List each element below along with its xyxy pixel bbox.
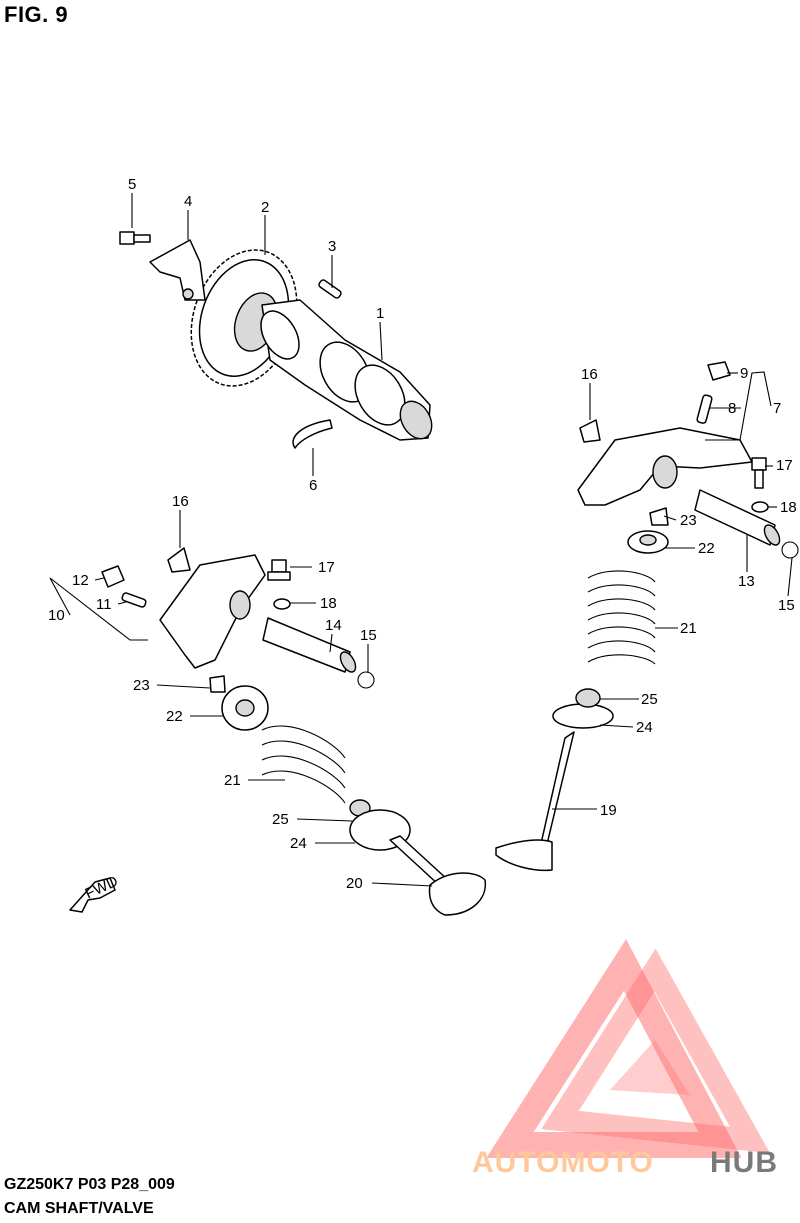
watermark-text-hub: HUB <box>710 1146 778 1179</box>
callout-22-right: 22 <box>698 540 715 557</box>
callout-24-left: 24 <box>290 835 307 852</box>
valve-spring-right <box>587 570 656 665</box>
callout-23-left: 23 <box>133 677 150 694</box>
fwd-arrow-icon <box>69 877 116 913</box>
adjust-nut-right <box>707 361 731 381</box>
callout-23-right: 23 <box>680 512 697 529</box>
plug-left <box>167 547 191 573</box>
valve-right <box>495 731 575 872</box>
valve-spring-left <box>261 725 346 804</box>
washer-left <box>273 598 291 610</box>
figure-title: FIG. 9 <box>4 2 69 27</box>
cotter-left <box>209 675 226 693</box>
callout-17-left: 17 <box>318 559 335 576</box>
callout-18-right: 18 <box>780 499 797 516</box>
callout-25-right: 25 <box>641 691 658 708</box>
callout-11: 11 <box>96 596 112 613</box>
callout-21-right: 21 <box>680 620 697 637</box>
bolt-left <box>267 559 291 581</box>
callout-1: 1 <box>376 305 384 322</box>
callout-17-right: 17 <box>776 457 793 474</box>
callout-8: 8 <box>728 400 736 417</box>
callout-10: 10 <box>48 607 65 624</box>
callout-2: 2 <box>261 199 269 216</box>
callout-3: 3 <box>328 238 336 255</box>
bracket-bolt <box>119 231 151 245</box>
callout-18-left: 18 <box>320 595 337 612</box>
plug-right <box>579 419 601 443</box>
callout-16-right: 16 <box>581 366 598 383</box>
valve-seal-right <box>575 688 601 708</box>
adjust-nut-left <box>101 565 125 588</box>
clip-right <box>781 541 799 559</box>
callout-4: 4 <box>184 193 192 210</box>
leader-lines <box>49 193 793 887</box>
callout-5: 5 <box>128 176 136 193</box>
diagram-code: GZ250K7 P03 P28_009 <box>4 1176 175 1193</box>
callout-14: 14 <box>325 617 342 634</box>
callout-15-right: 15 <box>778 597 795 614</box>
callout-9: 9 <box>740 365 748 382</box>
callout-15-left: 15 <box>360 627 377 644</box>
retainer-right <box>627 530 669 554</box>
cotter-right <box>649 507 669 526</box>
rocker-shaft-left <box>262 617 357 673</box>
watermark-text-main: AUTOMOTO <box>472 1146 654 1179</box>
circlip <box>292 419 333 449</box>
callout-20: 20 <box>346 875 363 892</box>
callout-19: 19 <box>600 802 617 819</box>
bolt-right <box>751 457 767 489</box>
clip-left <box>357 671 375 689</box>
valve-left <box>389 835 486 916</box>
rocker-arm-left <box>159 554 266 669</box>
cam-bracket <box>149 239 206 301</box>
callout-6: 6 <box>309 477 317 494</box>
washer-right <box>751 501 769 513</box>
cam-pin <box>318 279 342 299</box>
rocker-arm-right <box>577 427 753 506</box>
callout-25-left: 25 <box>272 811 289 828</box>
callout-22-left: 22 <box>166 708 183 725</box>
callout-24-right: 24 <box>636 719 653 736</box>
rocker-shaft-right <box>694 489 781 546</box>
callout-13: 13 <box>738 573 755 590</box>
adjust-screw-left <box>121 592 147 608</box>
retainer-left <box>221 685 269 731</box>
callout-7: 7 <box>773 400 781 417</box>
callout-21-left: 21 <box>224 772 241 789</box>
adjust-screw-right <box>696 394 713 424</box>
callout-12: 12 <box>72 572 89 589</box>
fwd-label: FWD <box>83 873 121 903</box>
camshaft <box>260 299 433 441</box>
watermark-logo <box>486 939 770 1158</box>
callout-16-left: 16 <box>172 493 189 510</box>
diagram-name: CAM SHAFT/VALVE <box>4 1200 154 1217</box>
spring-seat-right <box>552 703 614 729</box>
